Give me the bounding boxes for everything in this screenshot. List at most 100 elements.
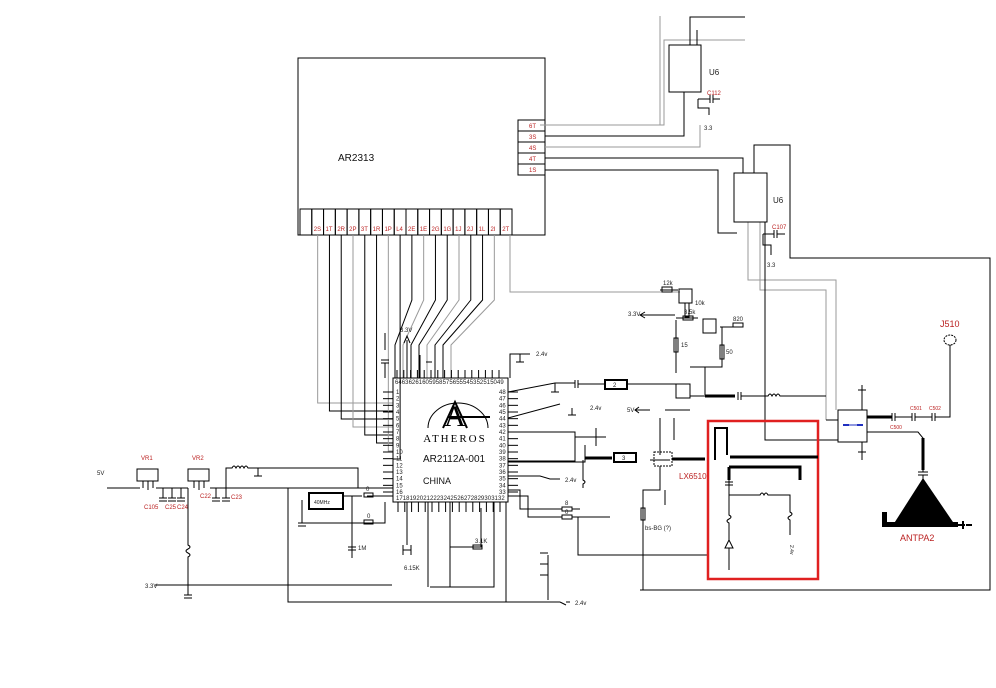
ar2313-pin-label: 1J <box>455 227 461 233</box>
atheros-logo-letter: A <box>444 400 466 433</box>
net-5v-label: 5V <box>627 408 634 414</box>
ar2112-pin-label: 20 <box>416 496 423 502</box>
c105-label: C105 <box>144 505 159 511</box>
ar2112-pin-label: 13 <box>396 470 403 476</box>
net-2v4-top-label: 2.4v <box>536 352 547 358</box>
ar2112-pin-label: 61 <box>415 380 422 386</box>
u6-top-label: U6 <box>709 68 720 77</box>
crystal-label: 40MHz <box>314 500 330 506</box>
ar2112-pin-label: 40 <box>499 443 506 449</box>
r10k-label: 10k <box>695 301 706 307</box>
bus-wire <box>387 235 393 452</box>
bus-wire <box>410 235 436 378</box>
u6-bottom-gnd-label: 3.3 <box>767 263 776 269</box>
r820-label: 820 <box>733 317 744 323</box>
ar2313-pin-label: 2R <box>337 227 345 233</box>
ar2112-pin-label: 15 <box>396 483 403 489</box>
c22-label: C22 <box>200 494 212 500</box>
ar2112-pin-label: 16 <box>396 490 403 496</box>
r50-label: 50 <box>726 350 733 356</box>
r31k-label: 3.1K <box>475 539 487 545</box>
c25-label: C25 <box>165 505 177 511</box>
ar2313-pin-label: 6T <box>529 124 536 130</box>
bus-wire <box>394 235 413 378</box>
atheros-logo: A ATHEROS <box>423 399 490 445</box>
ar2112-pin-label: 8 <box>396 437 400 443</box>
bus-wire <box>317 235 393 404</box>
ar2112-pin-label: 27 <box>464 496 471 502</box>
ar2112-pin-label: 34 <box>499 483 506 489</box>
ar2112-pin-label: 62 <box>409 380 416 386</box>
bus-wires <box>317 235 495 460</box>
bus-wire <box>340 235 393 420</box>
ar2313-pin-label: 2E <box>408 227 415 233</box>
ar2112-pin-label: 22 <box>430 496 437 502</box>
ar2112-pin-label: 23 <box>437 496 444 502</box>
net-3v3-top-label: 3.3V <box>400 328 412 334</box>
ar2112-pin-label: 36 <box>499 470 506 476</box>
ar2112-pin-label: 7 <box>396 430 400 436</box>
bus-wire <box>376 235 393 444</box>
u6-bottom: U6 C107 3.3 <box>733 172 787 269</box>
ar2313-pin-label: 3S <box>529 135 536 141</box>
j510-label: J510 <box>940 319 960 329</box>
ar2313-pin-label: 2P <box>349 227 356 233</box>
ar2313-pin-label: 2T <box>502 227 509 233</box>
ar2313-pin-box <box>299 208 313 236</box>
c1m-label: 1M <box>358 546 366 552</box>
ar2112-pin-label: 64 <box>395 380 402 386</box>
ar2313-pin-box <box>499 208 513 236</box>
ar2313-pin-label: 1S <box>529 168 536 174</box>
atheros-brand: ATHEROS <box>423 433 487 445</box>
u6-top-gnd-label: 3.3 <box>704 126 713 132</box>
antenna-icon <box>893 478 955 525</box>
pa-label: LX6510 <box>679 472 707 481</box>
power-section: 5V VR1 VR2 C105 C25 C24 C22 C23 3.3V 2.4… <box>97 456 586 607</box>
bus-wire <box>418 235 448 378</box>
r35k-label: 3.5k <box>684 310 696 316</box>
ar2112-pin-label: 39 <box>499 450 506 456</box>
ar2112-pins: 1234567891011121314151648474645444342414… <box>383 370 518 512</box>
ar2112-pin-label: 59 <box>429 380 436 386</box>
ar2112-pin-label: 50 <box>490 380 497 386</box>
ar2313-pin-label: 2J <box>467 227 473 233</box>
ar2112-pin-label: 30 <box>484 496 491 502</box>
bus-wire <box>434 235 472 378</box>
ar2112-pin-label: 1 <box>396 390 400 396</box>
lp3-label: 3 <box>622 456 626 462</box>
ar2112-pin-label: 9 <box>396 443 400 449</box>
ar2112-pin-label: 47 <box>499 397 506 403</box>
c501-label: C501 <box>910 406 922 412</box>
c23-label: C23 <box>231 495 243 501</box>
ar2313-pin-label: 1G <box>443 227 451 233</box>
ar2112-pin-label: 31 <box>491 496 498 502</box>
ar2112-part: AR2112A-001 <box>423 454 486 465</box>
ar2112-pin-label: 54 <box>463 380 470 386</box>
ar2112-pin-label: 12 <box>396 463 403 469</box>
ar2313-pin-label: 2S <box>314 227 321 233</box>
net-2v4-lower-label: 2.4v <box>565 478 576 484</box>
ar2112-pin-label: 37 <box>499 463 506 469</box>
c112-label: C112 <box>707 91 722 97</box>
ar2112-pin-label: 53 <box>470 380 477 386</box>
chip-top-supply: 3.3V <box>381 328 432 378</box>
ar2112-pin-label: 19 <box>410 496 417 502</box>
bus-wire <box>364 235 393 436</box>
ar2112-pin-label: 44 <box>499 417 506 423</box>
ar2112-pin-label: 48 <box>499 390 506 396</box>
ar2112-pin-label: 28 <box>471 496 478 502</box>
r615k-label: 6.15K <box>404 566 420 572</box>
ar2112-pin-label: 6 <box>396 423 400 429</box>
bus-wire <box>393 235 401 460</box>
ar2313-pin-label: 2G <box>432 227 440 233</box>
ar2112-pin-label: 3 <box>396 403 400 409</box>
ar2313-pin-label: 1R <box>373 227 381 233</box>
ar2112-pin-label: 51 <box>483 380 490 386</box>
ar2313-pin-label: 1L <box>479 227 486 233</box>
highlight-box <box>706 419 820 581</box>
antenna-section: C501 C502 J510 C500 ANTPA2 <box>826 319 972 543</box>
